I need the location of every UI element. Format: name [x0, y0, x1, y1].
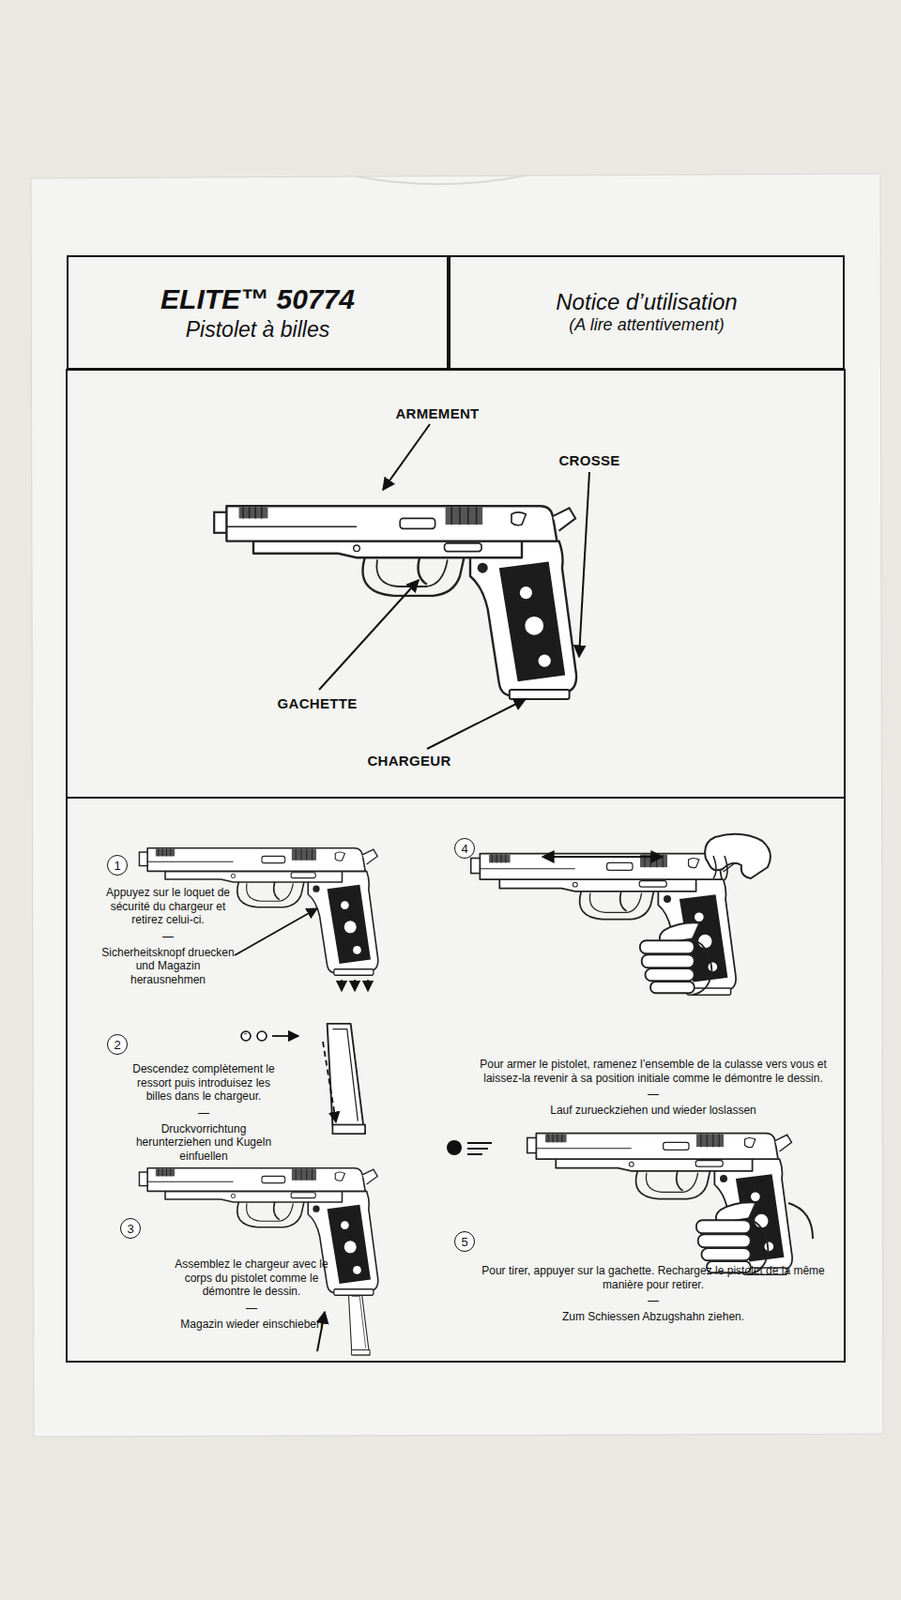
header-title: Notice d’utilisation: [555, 290, 737, 315]
illustration-part: [467, 1147, 489, 1150]
illustration-part: [66, 796, 845, 799]
step-number-circle: 4: [454, 838, 475, 859]
instruction-text: Pour armer le pistolet, ramenez l’ensemb…: [479, 1057, 827, 1085]
illustration-part: [272, 1035, 299, 1038]
illustration-part: [234, 908, 368, 992]
callout-number: 4: [460, 842, 468, 856]
callout-number: 1: [113, 859, 121, 872]
instruction-translation: Sicherheitsknopf druecken und Magazin he…: [97, 946, 239, 988]
step-number-circle: 5: [454, 1231, 475, 1253]
instruction-translation: Druckvorrichtung herunterziehen und Kuge…: [127, 1122, 280, 1164]
illustration-part: [322, 1041, 336, 1123]
part-label: ARMEMENT: [395, 405, 479, 422]
step-caption: Pour armer le pistolet, ramenez l’ensemb…: [479, 1057, 827, 1118]
instruction-text: Pour tirer, appuyer sur la gachette. Rec…: [478, 1264, 828, 1292]
instruction-translation: Zum Schiessen Abzugshahn ziehen.: [562, 1310, 745, 1325]
header-subtitle: Pistolet à billes: [185, 318, 330, 342]
illustration-part: [696, 1202, 769, 1275]
main-pistol: [213, 505, 577, 700]
step-4-figure: [471, 834, 771, 995]
part-label: CHARGEUR: [366, 752, 451, 769]
illustration-part: [241, 1031, 251, 1041]
callout-number: 3: [126, 1222, 134, 1236]
illustration-part: [704, 834, 771, 879]
illustration-part: [467, 1143, 492, 1155]
illustration-part: [356, 175, 526, 184]
step-caption: Pour tirer, appuyer sur la gachette. Rec…: [478, 1264, 828, 1325]
step-caption: Assemblez le chargeur avec le corps du p…: [166, 1257, 337, 1331]
paper-sheet: [30, 173, 884, 1437]
separator-dash: —: [245, 1301, 258, 1316]
illustration-part: [366, 979, 369, 992]
step-number-circle: 2: [106, 1034, 128, 1055]
illustration-part: [467, 1153, 483, 1156]
leader-lines: [319, 424, 590, 749]
illustration-part: [234, 908, 318, 956]
separator-dash: —: [647, 1294, 659, 1309]
instruction-text: Assemblez le chargeur avec le corps du p…: [166, 1257, 337, 1299]
separator-dash: —: [647, 1087, 659, 1102]
step-5-figure: [446, 1133, 813, 1276]
illustration-part: [527, 1133, 793, 1276]
header-cell: ELITE™ 50774Pistolet à billes: [66, 255, 449, 370]
illustration-part: [542, 855, 663, 858]
illustration-part: [382, 424, 430, 490]
step-number-circle: 1: [106, 855, 128, 876]
illustration-part: [471, 854, 736, 996]
illustration-part: [319, 580, 419, 690]
illustration-part: [713, 855, 728, 881]
separator-dash: —: [198, 1106, 210, 1121]
illustration-part: [353, 979, 356, 992]
part-label: GACHETTE: [277, 695, 358, 712]
illustration-part: [257, 1031, 267, 1041]
part-label: CROSSE: [558, 452, 620, 469]
illustration-part: [427, 699, 526, 749]
illustration-part: [340, 979, 343, 992]
separator-dash: —: [162, 930, 174, 945]
illustration-part: [327, 1023, 366, 1134]
instruction-translation: Magazin wieder einschieben: [180, 1317, 322, 1332]
illustration-part: [467, 1142, 492, 1145]
illustration-part: [446, 1140, 462, 1156]
instruction-translation: Lauf zurueckziehen und wieder loslassen: [549, 1103, 756, 1118]
illustration-part: [244, 1033, 247, 1036]
illustration-part: [579, 472, 590, 657]
step-caption: Descendez complètement le ressort puis i…: [127, 1062, 280, 1163]
header-cell: Notice d’utilisation(A lire attentivemen…: [448, 255, 845, 370]
callout-number: 2: [113, 1038, 121, 1052]
instruction-text: Appuyez sur le loquet de sécurité du cha…: [97, 885, 239, 928]
step-caption: Appuyez sur le loquet de sécurité du cha…: [97, 885, 239, 987]
illustration-part: [348, 1293, 370, 1356]
illustration-part: [66, 369, 845, 1362]
instruction-text: Descendez complètement le ressort puis i…: [127, 1062, 280, 1104]
illustration-part: [788, 1203, 813, 1239]
step-number-circle: 3: [120, 1218, 141, 1239]
illustration-part: [640, 922, 713, 995]
illustration-part: [213, 505, 577, 700]
callout-number: 5: [460, 1236, 468, 1249]
illustration-part: [30, 173, 884, 1437]
header-subtitle: (A lire attentivement): [568, 316, 724, 336]
header-title: ELITE™ 50774: [160, 283, 355, 315]
step-3-figure: [138, 1168, 378, 1356]
panel-frame: [66, 369, 845, 1362]
